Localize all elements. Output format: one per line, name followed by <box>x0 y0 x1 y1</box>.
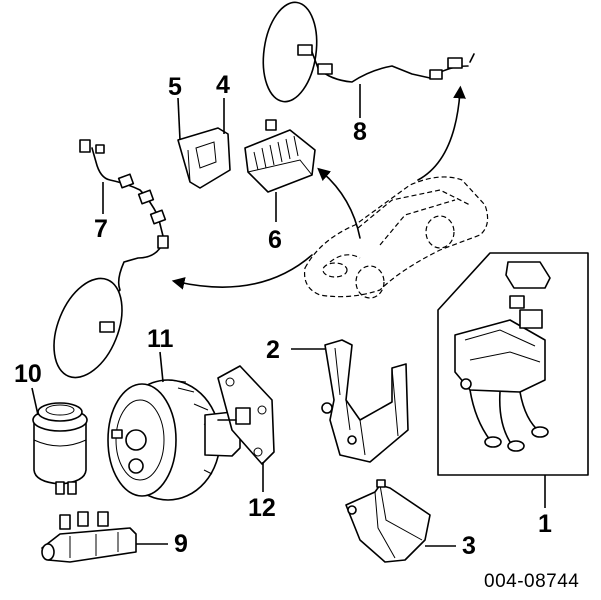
part-3-cover <box>345 479 456 563</box>
part-2-bracket <box>291 339 409 463</box>
part-10-reservoir <box>31 387 88 495</box>
part-8-rear-sensor-harness <box>262 1 475 118</box>
callout-3: 3 <box>462 532 476 560</box>
part-1-hydraulic-unit <box>437 252 589 508</box>
arrow-to-control-module <box>317 167 361 239</box>
figure-code: 004-08744 <box>484 571 580 592</box>
callout-7: 7 <box>94 215 108 243</box>
callout-4: 4 <box>216 71 230 99</box>
callout-2: 2 <box>266 336 280 364</box>
arrow-to-rear-sensor <box>417 85 466 181</box>
callout-9: 9 <box>174 530 188 558</box>
part-11-brake-booster <box>107 351 241 501</box>
part-7-front-sensor-harness <box>53 139 169 379</box>
arrow-to-front-sensor <box>171 254 313 290</box>
callout-6: 6 <box>268 226 282 254</box>
callout-12: 12 <box>248 494 276 522</box>
callout-10: 10 <box>14 360 42 388</box>
callout-11: 11 <box>147 325 174 353</box>
callout-1: 1 <box>538 510 552 538</box>
callout-8: 8 <box>353 118 367 146</box>
part-4-5-bracket <box>177 97 231 189</box>
vehicle-outline <box>303 176 489 299</box>
callout-5: 5 <box>168 73 182 101</box>
part-6-control-module <box>244 119 316 222</box>
part-12-mounting-plate <box>217 365 275 492</box>
part-9-master-cylinder <box>41 511 168 563</box>
